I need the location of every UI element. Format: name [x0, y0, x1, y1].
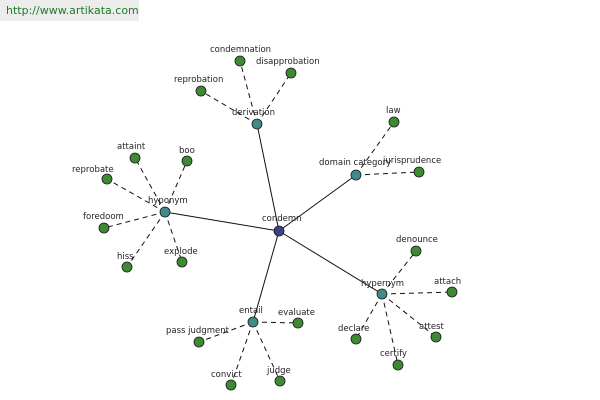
leaf-label-jurisprudence: jurisprudence [382, 156, 441, 166]
edge-condemn-hyponym [164, 211, 280, 232]
leaf-label-evaluate: evaluate [278, 308, 315, 318]
edge-condemn-derivation [256, 123, 280, 232]
leaf-label-certify: certify [380, 349, 407, 359]
url-banner: http://www.artikata.com [0, 0, 139, 21]
edge-entail-judge [252, 321, 281, 382]
leaf-node-condemnation[interactable] [234, 55, 246, 67]
edge-derivation-reprobation [200, 90, 258, 125]
leaf-node-foredoom[interactable] [98, 222, 110, 234]
edge-condemn-entail [252, 230, 280, 323]
leaf-label-condemnation: condemnation [210, 45, 271, 55]
edge-entail-evaluate [252, 321, 299, 324]
hub-node-entail[interactable] [247, 316, 259, 328]
leaf-label-declare: declare [338, 324, 369, 334]
leaf-node-convict[interactable] [225, 379, 237, 391]
url-link[interactable]: http://www.artikata.com [6, 4, 139, 17]
leaf-node-reprobation[interactable] [195, 85, 207, 97]
leaf-label-boo: boo [179, 146, 195, 156]
leaf-node-boo[interactable] [181, 155, 193, 167]
edge-entail-pass-judgment [198, 321, 254, 343]
leaf-node-attach[interactable] [446, 286, 458, 298]
hub-label-hyponym: hyponym [148, 196, 188, 206]
hub-node-hypernym[interactable] [376, 288, 388, 300]
leaf-node-law[interactable] [388, 116, 400, 128]
leaf-label-reprobate: reprobate [72, 165, 114, 175]
leaf-node-hiss[interactable] [121, 261, 133, 273]
leaf-label-reprobation: reprobation [174, 75, 223, 85]
leaf-label-explode: explode [164, 247, 198, 257]
center-node-condemn[interactable] [273, 225, 285, 237]
edge-domain-category-jurisprudence [355, 171, 420, 176]
edge-hyponym-attaint [134, 157, 166, 213]
edge-derivation-condemnation [239, 60, 258, 125]
edge-hypernym-attach [381, 291, 453, 295]
hub-node-domain-category[interactable] [350, 169, 362, 181]
leaf-node-jurisprudence[interactable] [413, 166, 425, 178]
hub-node-hyponym[interactable] [159, 206, 171, 218]
leaf-node-certify[interactable] [392, 359, 404, 371]
leaf-node-explode[interactable] [176, 256, 188, 268]
edge-hypernym-denounce [381, 250, 417, 295]
edge-domain-category-law [355, 121, 395, 176]
center-label: condemn [262, 214, 302, 224]
leaf-label-denounce: denounce [396, 235, 438, 245]
edge-hyponym-reprobate [106, 178, 166, 213]
leaf-node-reprobate[interactable] [101, 173, 113, 185]
edge-condemn-hypernym [278, 230, 383, 295]
leaf-label-judge: judge [266, 366, 291, 376]
leaf-node-attaint[interactable] [129, 152, 141, 164]
hub-node-derivation[interactable] [251, 118, 263, 130]
graph-nodes [98, 55, 458, 391]
edge-hypernym-attest [381, 293, 437, 338]
graph-labels: condemn derivation condemnation disapprobat… [72, 45, 461, 380]
leaf-label-attaint: attaint [117, 142, 146, 152]
edge-hyponym-hiss [126, 211, 166, 268]
edge-hypernym-certify [381, 293, 399, 366]
leaf-node-evaluate[interactable] [292, 317, 304, 329]
hub-label-derivation: derivation [232, 108, 275, 118]
hub-label-entail: entail [239, 306, 263, 316]
edge-hyponym-boo [164, 160, 188, 213]
hub-label-domain-category: domain category [319, 158, 391, 168]
leaf-label-hiss: hiss [117, 252, 134, 262]
leaf-label-attest: attest [419, 322, 445, 332]
leaf-node-denounce[interactable] [410, 245, 422, 257]
leaf-label-pass-judgment: pass judgment [166, 326, 230, 336]
edge-derivation-disapprobation [256, 72, 292, 125]
edge-condemn-domain-category [278, 174, 357, 232]
leaf-label-attach: attach [434, 277, 461, 287]
leaf-label-law: law [386, 106, 401, 116]
graph-edges [103, 60, 453, 386]
edge-entail-convict [230, 321, 254, 386]
leaf-label-convict: convict [211, 370, 242, 380]
leaf-node-attest[interactable] [430, 331, 442, 343]
edge-hyponym-foredoom [103, 211, 166, 229]
hub-label-hypernym: hypernym [361, 279, 404, 289]
leaf-node-disapprobation[interactable] [285, 67, 297, 79]
leaf-node-declare[interactable] [350, 333, 362, 345]
leaf-label-disapprobation: disapprobation [256, 57, 320, 67]
leaf-node-pass-judgment[interactable] [193, 336, 205, 348]
leaf-label-foredoom: foredoom [83, 212, 124, 222]
leaf-node-judge[interactable] [274, 375, 286, 387]
